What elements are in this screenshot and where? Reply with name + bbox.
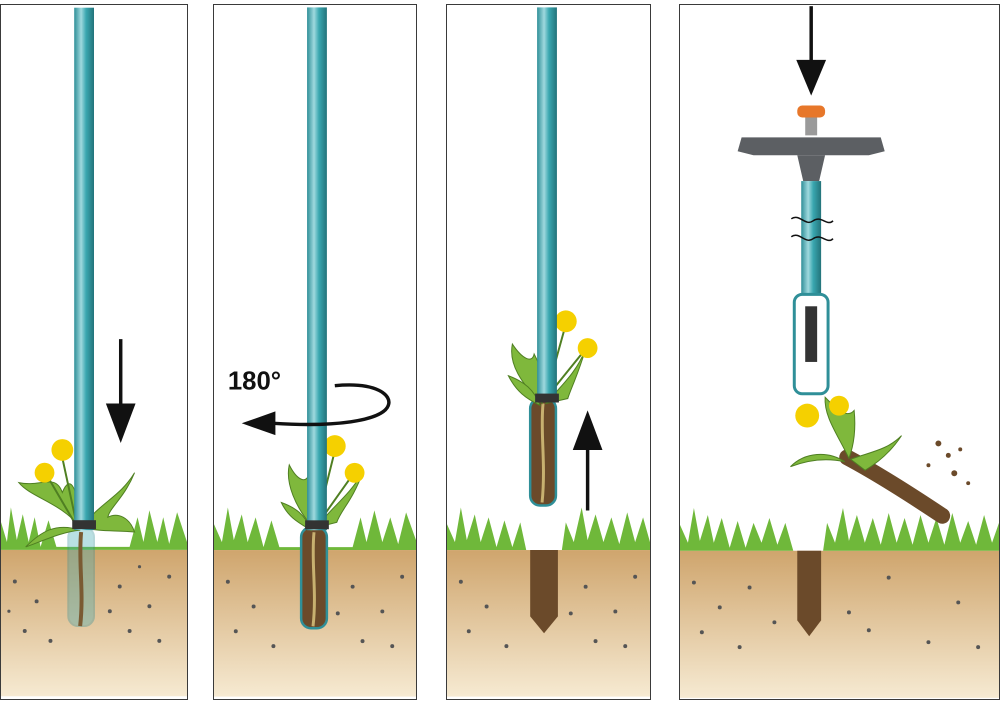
- soil-pebbles: [691, 575, 981, 650]
- grass-left: [447, 507, 527, 551]
- grass-right: [823, 508, 999, 551]
- tool-step: [72, 520, 96, 530]
- soil-pebbles: [458, 574, 638, 649]
- dandelion-leaves: [507, 342, 587, 407]
- step-1-illustration: [1, 7, 187, 697]
- dandelion-flower: [829, 395, 849, 416]
- flower-stem: [61, 457, 78, 523]
- root: [311, 532, 316, 627]
- tool-shaft: [307, 7, 327, 531]
- plunger-knob: [797, 105, 826, 118]
- ejector-rod: [805, 306, 818, 362]
- flower-stem: [45, 474, 76, 523]
- soil-hole: [530, 550, 558, 634]
- dandelion-flower: [795, 403, 820, 428]
- grass-left: [680, 508, 794, 551]
- step-3-panel: [446, 4, 651, 700]
- break-mark: [790, 234, 834, 242]
- root: [540, 403, 545, 503]
- dandelion-flower: [34, 462, 55, 483]
- dandelion-flower: [554, 310, 577, 333]
- soil-hole: [797, 550, 822, 637]
- handle-collar: [797, 155, 826, 182]
- step-2-illustration: 180°: [214, 7, 416, 697]
- rotate-arrow-icon: [241, 383, 391, 436]
- soil-crumbs: [926, 440, 971, 486]
- step-1-panel: [0, 4, 188, 700]
- tool-shaft: [537, 7, 557, 402]
- down-arrow-icon: [796, 6, 827, 96]
- step-2-panel: 180°: [213, 4, 417, 700]
- dandelion-flower: [344, 462, 365, 483]
- dandelion-flower: [51, 439, 74, 461]
- soil: [680, 550, 999, 698]
- dandelion-leaves: [17, 472, 136, 548]
- step-3-illustration: [447, 7, 650, 697]
- soil-pebbles: [7, 565, 172, 643]
- root: [78, 531, 84, 627]
- tool-shaft: [74, 7, 94, 531]
- dandelion-flower: [323, 435, 346, 457]
- step-4-panel: [679, 4, 1000, 700]
- down-arrow-icon: [105, 339, 136, 444]
- up-arrow-icon: [572, 410, 603, 511]
- tool-step: [535, 393, 559, 403]
- rotation-label: 180°: [228, 368, 281, 396]
- grass: [214, 507, 416, 551]
- soil: [1, 549, 187, 697]
- dandelion-flower: [577, 338, 598, 358]
- grass-right: [561, 507, 650, 551]
- break-mark: [790, 216, 834, 224]
- step-4-illustration: [680, 6, 999, 698]
- plunger-stem: [805, 109, 818, 136]
- tool-step: [305, 520, 329, 530]
- soil-pebbles: [225, 574, 405, 649]
- tool-shaft: [801, 181, 822, 297]
- t-handle: [737, 137, 885, 156]
